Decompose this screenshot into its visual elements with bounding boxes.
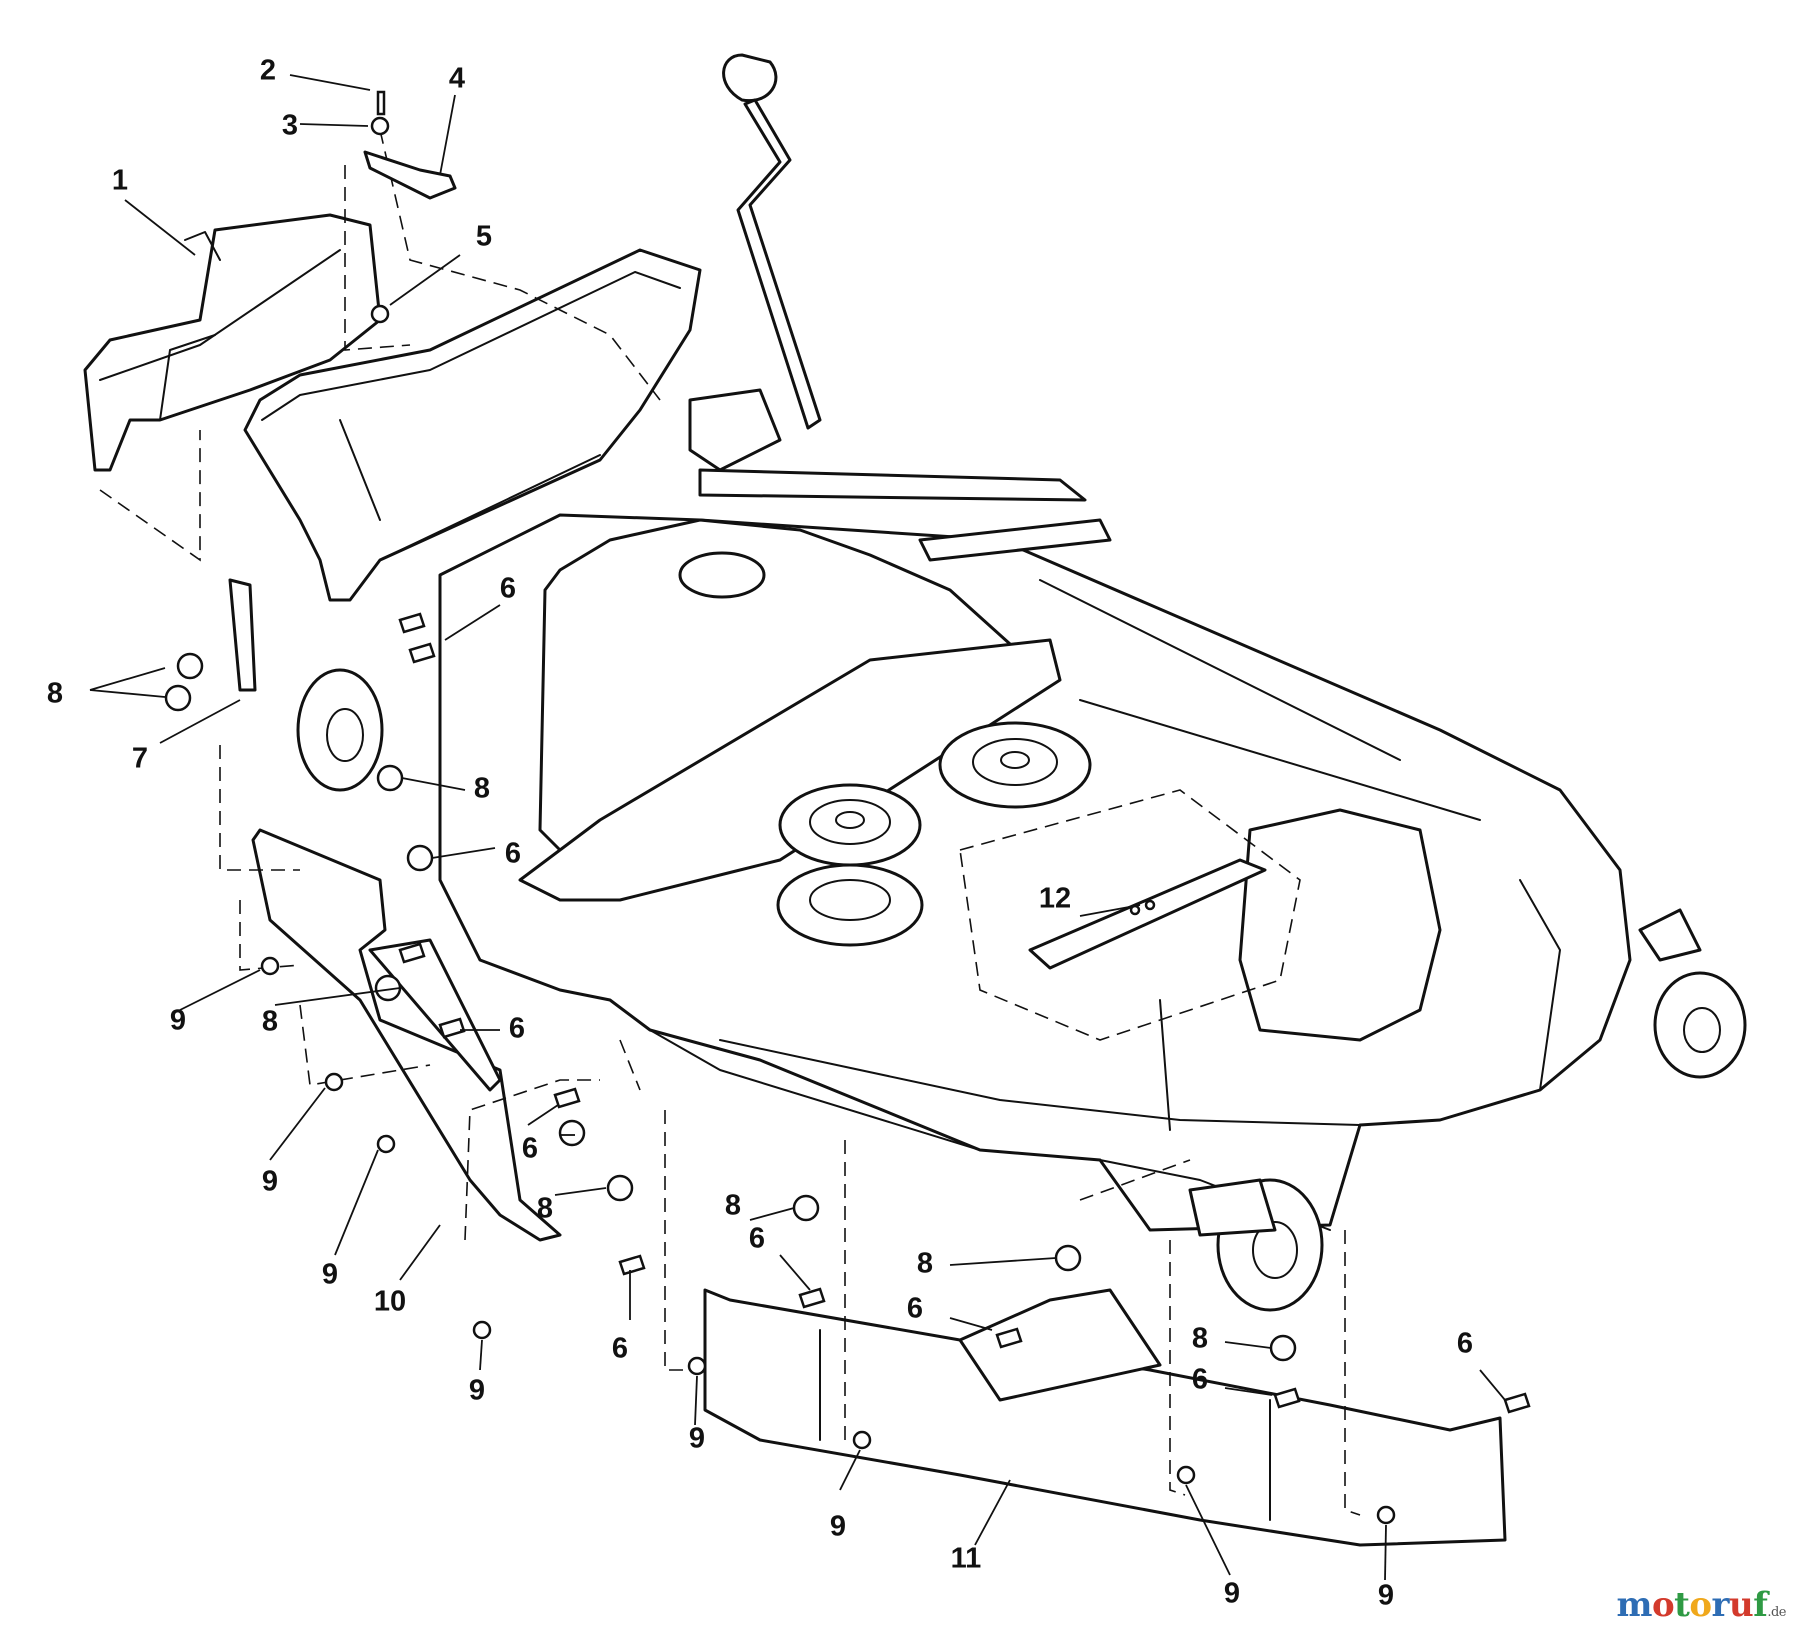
callout-9e: 9 [689, 1423, 705, 1455]
callout-6e: 6 [612, 1333, 628, 1365]
nut-icon [376, 764, 404, 792]
callout-8d: 8 [537, 1193, 553, 1225]
washer-icon [1376, 1505, 1396, 1525]
left-deck-skirt [251, 828, 562, 1242]
hardware-washers [260, 116, 1396, 1525]
watermark-letter: r [1711, 1585, 1730, 1625]
watermark-suffix: .de [1767, 1605, 1786, 1620]
washer-icon [1176, 1465, 1196, 1485]
nut-icon [1269, 1334, 1297, 1362]
callout-8b: 8 [474, 773, 490, 805]
callout-12: 12 [1039, 883, 1071, 915]
callout-10: 10 [374, 1286, 406, 1318]
callout-6a: 6 [500, 573, 516, 605]
bolt-icon [1273, 1387, 1301, 1409]
spindle-pulley-left [776, 783, 924, 947]
callout-9b: 9 [262, 1166, 278, 1198]
callout-6d: 6 [522, 1133, 538, 1165]
callout-11: 11 [951, 1543, 982, 1575]
bolt-icon [618, 1254, 646, 1276]
bolt-icon [553, 1087, 581, 1109]
nut-icon [1054, 1244, 1082, 1272]
washer-icon [370, 116, 390, 136]
watermark-letters: motoruf [1616, 1585, 1767, 1625]
washer-icon [376, 1134, 396, 1154]
callout-2: 2 [260, 55, 276, 87]
watermark-letter: u [1728, 1585, 1754, 1625]
bolt-icon [438, 1017, 466, 1039]
nut-icon [792, 1194, 820, 1222]
height-adjust-handle [688, 53, 822, 472]
belt-shield-plate [518, 518, 1062, 902]
callout-8c: 8 [262, 1006, 278, 1038]
gauge-wheel-right [1638, 908, 1747, 1079]
bolt-icon [798, 1287, 826, 1309]
nut-icon [164, 684, 192, 712]
callout-9h: 9 [1378, 1580, 1394, 1612]
gauge-wheel-front [1188, 1178, 1324, 1312]
gauge-wheel-left [296, 668, 384, 792]
washer-icon [687, 1356, 707, 1376]
callout-9d: 9 [469, 1375, 485, 1407]
bolt-icon [1503, 1392, 1531, 1414]
nut-icon [606, 1174, 634, 1202]
washer-icon [260, 956, 280, 976]
bolt-icon [995, 1327, 1023, 1349]
bolt-icon [398, 612, 426, 634]
hardware-nuts [164, 304, 1297, 1362]
callout-5: 5 [476, 221, 492, 253]
mounting-bracket [228, 578, 257, 692]
nut-icon [370, 304, 390, 324]
washer-icon [472, 1320, 492, 1340]
deck-frame-rods [698, 468, 1481, 821]
bolt-icon [408, 642, 436, 664]
discharge-chute-baffle [243, 248, 702, 602]
callout-6i: 6 [1457, 1328, 1473, 1360]
bolt-icon [376, 90, 386, 116]
bolt-icon [398, 942, 426, 964]
callout-6f: 6 [749, 1223, 765, 1255]
spindle-pulley-right [938, 721, 1092, 809]
callout-9g: 9 [1224, 1578, 1240, 1610]
callout-4: 4 [449, 63, 465, 95]
front-deck-skirt [703, 1288, 1507, 1547]
washer-icon [852, 1430, 872, 1450]
spindle-cover-right [1238, 808, 1442, 1042]
assembly-guide-lines [99, 129, 1361, 1516]
callout-8g: 8 [1192, 1323, 1208, 1355]
leader-lines [89, 74, 1506, 1581]
nut-icon [176, 652, 204, 680]
watermark-letter: t [1674, 1585, 1690, 1625]
motoruf-watermark-logo: motoruf.de [1616, 1585, 1786, 1625]
callout-8f: 8 [917, 1248, 933, 1280]
clip-bracket [363, 150, 457, 200]
callout-1: 1 [112, 165, 128, 197]
hardware-bolts [376, 90, 1531, 1414]
deflector-assembly [83, 213, 382, 472]
callout-6g: 6 [907, 1293, 923, 1325]
callout-9c: 9 [322, 1259, 338, 1291]
callout-9f: 9 [830, 1511, 846, 1543]
callout-7: 7 [132, 743, 148, 775]
watermark-letter: f [1753, 1585, 1768, 1625]
washer-icon [324, 1072, 344, 1092]
callout-3: 3 [282, 110, 298, 142]
watermark-letter: o [1651, 1585, 1675, 1625]
nut-icon [558, 1119, 586, 1147]
callout-6h: 6 [1192, 1364, 1208, 1396]
nut-icon [406, 844, 434, 872]
callout-labels: 1 2 3 4 5 6 6 6 6 6 6 6 6 6 7 8 8 8 8 8 … [47, 55, 1473, 1612]
watermark-letter: o [1689, 1585, 1712, 1625]
watermark-letter: m [1616, 1585, 1652, 1625]
callout-9a: 9 [170, 1005, 186, 1037]
callout-6c: 6 [509, 1013, 525, 1045]
callout-8e: 8 [725, 1190, 741, 1222]
callout-8a: 8 [47, 678, 63, 710]
mower-blade [959, 789, 1301, 1041]
callout-6b: 6 [505, 838, 521, 870]
